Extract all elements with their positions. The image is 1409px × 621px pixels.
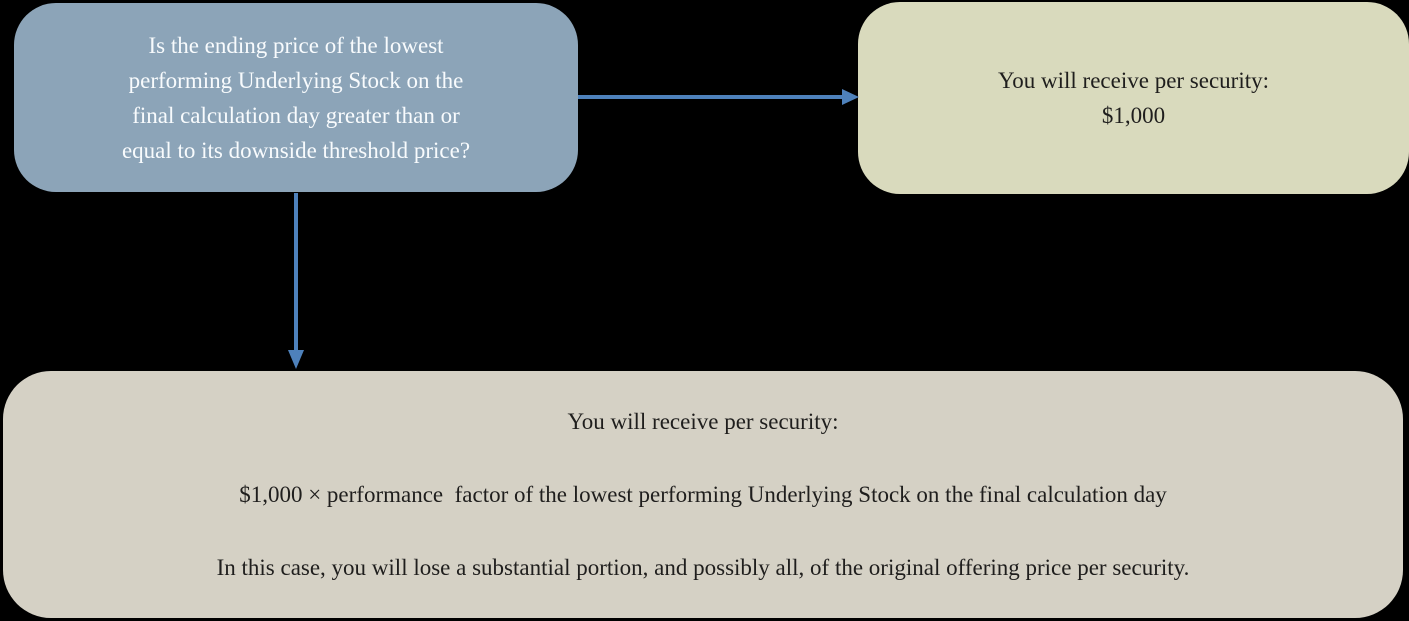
arrow-down	[288, 193, 304, 369]
question-box-text-line: equal to its downside threshold price?	[121, 137, 471, 163]
no-outcome-text-line: You will receive per security:	[567, 409, 839, 434]
question-box-text-line: Is the ending price of the lowest	[148, 32, 444, 58]
no-outcome-box: You will receive per security: $1,000 × …	[3, 371, 1403, 618]
arrow-right	[578, 89, 859, 105]
question-box: Is the ending price of the lowest perfor…	[14, 3, 578, 192]
yes-outcome-text-line: You will receive per security:	[997, 68, 1270, 93]
yes-outcome-amount: $1,000	[1101, 103, 1166, 128]
question-box-text-line: performing Underlying Stock on the	[128, 67, 464, 93]
no-outcome-formula: $1,000 × performance factor of the lowes…	[239, 482, 1167, 507]
yes-outcome-box: You will receive per security: $1,000	[858, 2, 1409, 194]
question-box-text-line: final calculation day greater than or	[132, 102, 460, 128]
no-outcome-warning: In this case, you will lose a substantia…	[216, 555, 1190, 580]
